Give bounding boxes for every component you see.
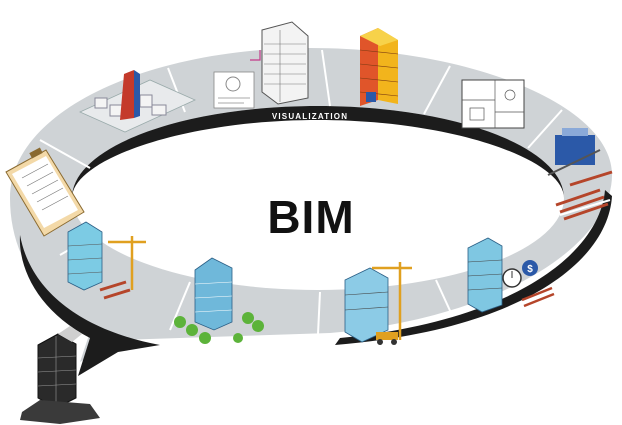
ring-label: VISUALIZATION [271,112,349,121]
center-title: BIM [267,191,355,243]
construction-crane-site-icon [344,262,412,345]
building-drawing-icon [213,21,309,109]
floor-plan-icon [461,79,525,129]
svg-text:$: $ [527,264,533,275]
site-layout-buildings-icon [79,70,196,133]
colored-tower-model-icon [359,28,399,106]
program-checklist-icon [5,147,85,237]
completed-building-park-icon [174,257,264,344]
building-under-construction-icon [67,221,146,300]
cost-schedule-construction-icon: $ [467,237,555,313]
prefab-fabrication-icon [547,128,613,221]
demolition-icon [20,326,100,424]
